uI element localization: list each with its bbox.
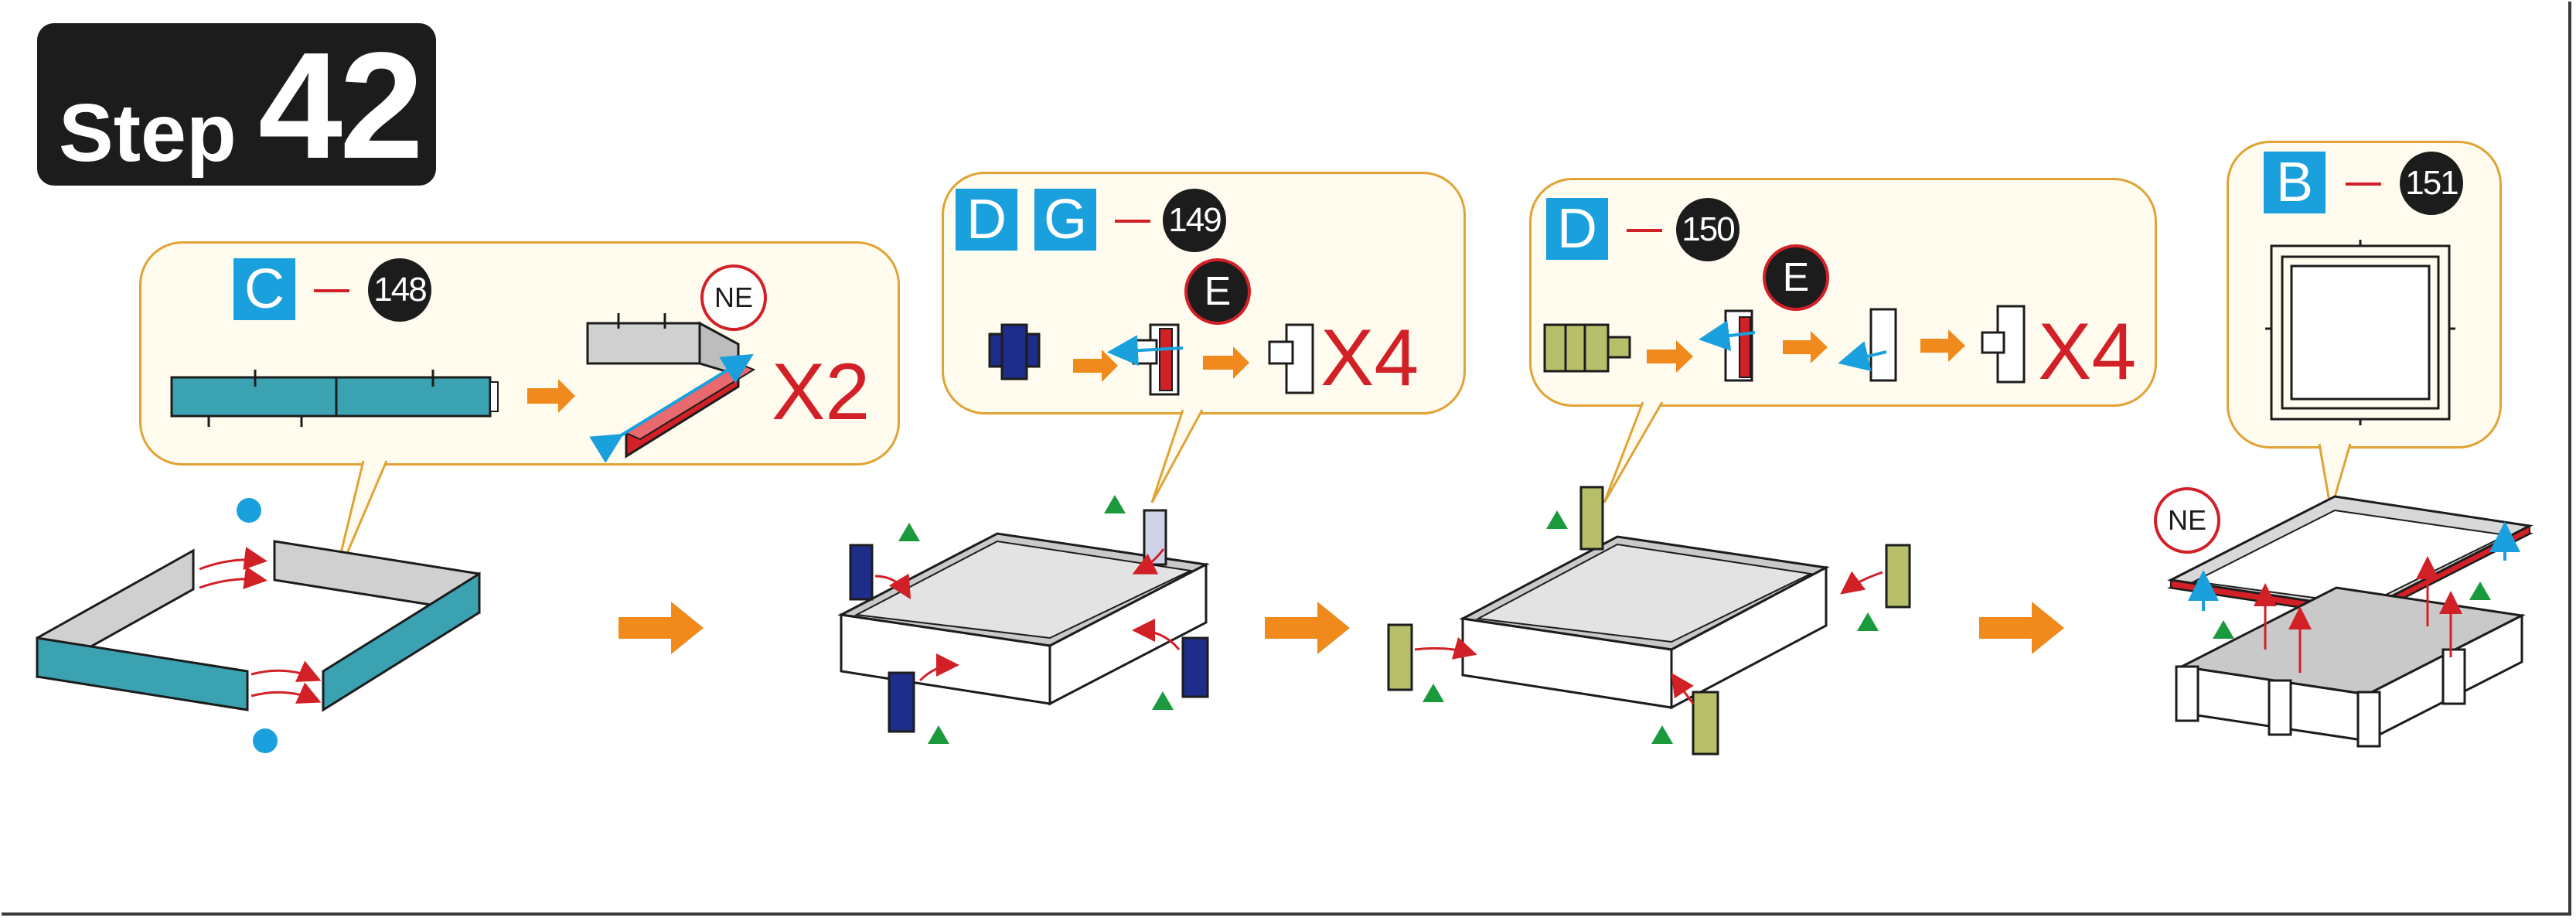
- part-number-150: 150: [1676, 198, 1739, 261]
- step-badge: Step 42: [37, 21, 436, 190]
- part-label-d: D: [956, 189, 1017, 251]
- e-tag: E: [1763, 244, 1829, 311]
- part-number-149: 149: [1163, 189, 1226, 252]
- assembly-3-box: [1387, 486, 1911, 756]
- callout-pointer-3: [1603, 401, 1664, 503]
- olive-clip: [1543, 323, 1631, 373]
- orange-arrow-large-2: [1265, 602, 1350, 654]
- step-number: 42: [258, 21, 424, 190]
- corner-assembly-panel-1: [586, 313, 756, 463]
- orange-arrow-small-6: [1920, 329, 1965, 362]
- part-label-b: B: [2264, 152, 2326, 213]
- orange-arrow-small-1: [527, 379, 575, 413]
- orange-arrow-small-2: [1073, 350, 1118, 382]
- part-number-151: 151: [2400, 152, 2463, 215]
- teal-panel-strip: [170, 370, 499, 427]
- orange-arrow-small-5: [1783, 331, 1828, 363]
- orange-arrow-small-3: [1203, 346, 1249, 379]
- multiplier-x4: X4: [1320, 313, 1419, 403]
- step-label: Step: [59, 87, 237, 179]
- orange-arrow-large-1: [618, 602, 704, 654]
- assembly-2-box: [837, 495, 1210, 744]
- orange-arrow-small-4: [1647, 340, 1693, 373]
- multiplier-x4: X4: [2038, 307, 2137, 397]
- part-label-d: D: [1546, 198, 1608, 260]
- white-clip-result-2: [1268, 323, 1314, 394]
- clip-with-red-insert-3: [1699, 309, 1756, 382]
- part-dash: [1627, 229, 1662, 232]
- square-frame-plan: [2265, 240, 2455, 425]
- ne-tag: NE: [700, 264, 767, 331]
- part-label-c: C: [233, 258, 295, 320]
- navy-clip: [988, 323, 1041, 380]
- clip-blue-arrow-3: [1838, 308, 1897, 382]
- callout-pointer-2: [1150, 409, 1204, 503]
- clip-with-red-insert: [1107, 323, 1184, 396]
- assembly-4-box-with-frame: [2167, 495, 2533, 748]
- part-number-148: 148: [368, 258, 431, 322]
- multiplier-x2: X2: [772, 347, 871, 437]
- part-dash: [2346, 182, 2381, 186]
- orange-arrow-large-3: [1979, 602, 2064, 654]
- e-tag: E: [1184, 258, 1251, 325]
- white-clip-result-3: [1981, 305, 2026, 384]
- part-label-g: G: [1034, 189, 1096, 251]
- part-dash: [1115, 220, 1150, 223]
- part-dash: [314, 289, 349, 292]
- ne-tag-final: NE: [2154, 487, 2220, 554]
- assembly-1-teal-walls: [36, 498, 481, 753]
